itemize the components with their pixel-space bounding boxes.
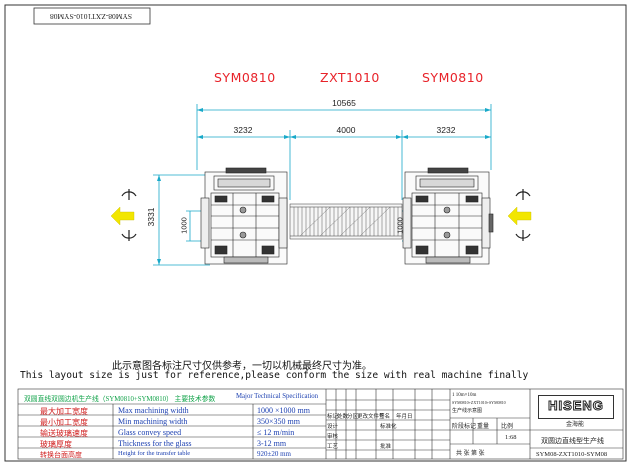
rev-header: 处数	[337, 414, 349, 420]
role-label: 批准	[380, 444, 392, 450]
corner-box	[33, 7, 151, 25]
sheet-border	[4, 4, 627, 462]
drawing-small-2: SYM0810+ZXT1010+SYM0810	[452, 400, 506, 405]
spec-row-value: 350×350 mm	[257, 417, 300, 426]
left-flow-arrow	[110, 206, 135, 226]
spec-row-en: Glass convey speed	[118, 428, 182, 437]
rev-header: 更改文件号	[357, 414, 385, 420]
drawing-code: SYM08-ZXT1010-SYM08	[536, 451, 608, 458]
role-label: 标准化	[380, 424, 397, 430]
spec-row-en: Thickness for the glass	[118, 439, 192, 448]
dim-height: 3331	[146, 207, 156, 227]
spec-row-cn: 最大加工宽度	[40, 407, 88, 416]
spec-row-cn: 转换台面高度	[40, 451, 82, 459]
dim-right: 3232	[436, 125, 456, 135]
hiseng-logo: HISENG	[538, 395, 614, 419]
note-english: This layout size is just for reference,p…	[20, 370, 529, 381]
role-label: 设计	[327, 424, 339, 430]
drawing-small-1: 1 10m×10m	[452, 393, 477, 398]
rev-header: 签名	[379, 414, 391, 420]
dim-table-height-left: 1000	[179, 217, 189, 234]
right-flow-arrow	[507, 206, 532, 226]
drawing-name: 双圆边直线型生产线	[541, 437, 604, 445]
spec-row-value: 920±20 mm	[257, 450, 291, 458]
role-label: 工艺	[327, 444, 339, 450]
right-edging-machine	[402, 167, 494, 265]
spec-row-value: ≤ 12 m/min	[257, 428, 295, 437]
role-label: 审核	[327, 434, 339, 440]
rev-header: 年月日	[396, 414, 413, 420]
spec-row-en: Min machining width	[118, 417, 188, 426]
dimension-arrowheads	[157, 108, 491, 265]
note-chinese: 此示意图各标注尺寸仅供参考，一切以机械最终尺寸为准。	[112, 361, 372, 372]
spec-row-value: 1000 ×1000 mm	[257, 406, 310, 415]
logo-cn: 金海能	[566, 422, 585, 428]
spec-row-en: Height for the transfer table	[118, 450, 191, 457]
drawing-small-3: 生产线示意图	[452, 409, 483, 414]
rev-header: 标记	[327, 414, 339, 420]
spec-row-cn: 最小加工宽度	[40, 418, 88, 427]
dim-total: 10565	[332, 98, 356, 108]
dim-table-height-right: 1000	[395, 217, 405, 234]
label-middle-machine: ZXT1010	[320, 70, 380, 85]
dim-left: 3232	[233, 125, 253, 135]
right-suction-cups	[515, 189, 531, 241]
title-block-grid	[17, 388, 624, 460]
stage-header: 重量	[477, 424, 490, 430]
transfer-diagonals	[299, 206, 391, 237]
spec-heading-en: Major Technical Specification	[236, 393, 319, 400]
left-edging-machine	[200, 167, 288, 265]
ratio-value: 1:68	[505, 434, 517, 441]
spec-row-cn: 输送玻璃速度	[40, 429, 88, 438]
left-suction-cups	[121, 189, 137, 241]
spec-row-en: Max machining width	[118, 406, 189, 415]
dim-middle: 4000	[336, 125, 356, 135]
label-right-machine: SYM0810	[422, 70, 484, 85]
rev-header: 分区	[347, 414, 359, 420]
hiseng-logo-text: HISENG	[548, 398, 604, 414]
transfer-rollers	[293, 207, 399, 236]
spec-heading-cn: 双圆直线双圆边机生产线（SYM0810+SYM0810） 主要技术参数	[24, 396, 216, 403]
stage-header: 比例	[501, 424, 514, 430]
spec-row-cn: 玻璃厚度	[40, 440, 72, 449]
spec-row-value: 3-12 mm	[257, 439, 287, 448]
label-left-machine: SYM0810	[214, 70, 276, 85]
stage-header: 阶段标记	[452, 424, 477, 430]
sheet-count: 共 张 第 张	[456, 451, 485, 457]
